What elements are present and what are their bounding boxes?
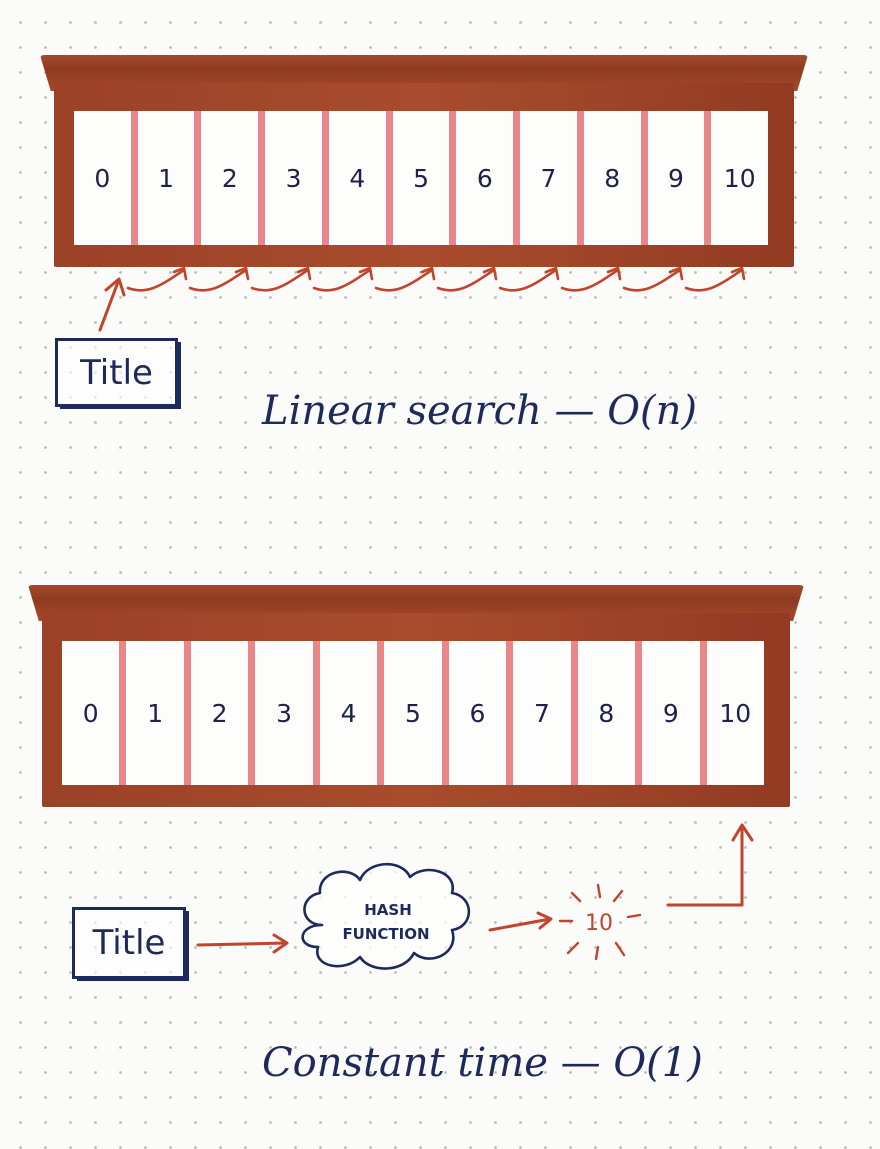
sparkle-icon — [558, 883, 642, 961]
array-slots: 0 1 2 3 4 5 6 7 8 9 10 — [62, 641, 764, 785]
array-slot-8: 8 — [577, 641, 643, 785]
slot-index-label: 6 — [469, 698, 486, 728]
hop-arrow-5 — [436, 268, 496, 292]
array-slot-6: 6 — [456, 111, 521, 245]
hop-arrowhead-0 — [172, 266, 188, 281]
bookshelf-array: 0 1 2 3 4 5 6 7 8 9 10 — [28, 585, 804, 807]
slot-index-label: 9 — [668, 163, 684, 193]
hop-arrowhead-4 — [420, 266, 436, 281]
slot-index-label: 1 — [158, 163, 175, 193]
hop-arrow-8 — [622, 268, 682, 292]
array-slot-3: 3 — [255, 641, 320, 785]
slot-index-label: 7 — [540, 163, 557, 193]
hop-arrow-1 — [188, 268, 248, 292]
array-slot-7: 7 — [520, 111, 584, 245]
slot-index-label: 10 — [719, 698, 752, 728]
hop-arrowhead-9 — [730, 266, 746, 281]
slot-index-label: 3 — [276, 698, 293, 728]
hop-arrowhead-2 — [296, 266, 312, 281]
slot-index-label: 0 — [82, 698, 99, 728]
cloud-icon: HASH FUNCTION — [301, 862, 471, 970]
hash-flow: HASH FUNCTION 10 — [196, 823, 754, 970]
hop-arrowhead-3 — [358, 266, 374, 281]
array-slot-1: 1 — [126, 641, 191, 785]
hop-arrow-4 — [374, 268, 434, 292]
array-slot-0: 0 — [74, 111, 138, 245]
slot-index-label: 6 — [476, 163, 493, 193]
arrow-icon — [196, 933, 289, 954]
array-slot-5: 5 — [392, 111, 457, 245]
title-key-label: Title — [92, 923, 166, 963]
slot-index-label: 1 — [147, 698, 164, 728]
cloud-line-1: HASH — [364, 901, 412, 919]
title-key-box: Title — [55, 338, 178, 407]
hop-arrowhead-1 — [234, 266, 250, 281]
array-slot-10: 10 — [711, 111, 769, 245]
cloud-line-2: FUNCTION — [342, 925, 429, 943]
array-slot-8: 8 — [583, 111, 648, 245]
hop-arrow-7 — [560, 268, 620, 292]
array-slot-4: 4 — [328, 111, 393, 245]
slot-index-label: 8 — [598, 698, 615, 728]
hop-arrow-6 — [498, 268, 558, 292]
bookshelf-array: 0 1 2 3 4 5 6 7 8 9 10 — [40, 55, 808, 267]
arrow-icon — [488, 911, 553, 932]
linear-search-caption: Linear search — O(n) — [262, 388, 697, 434]
hop-arrowhead-5 — [482, 266, 498, 281]
array-slot-5: 5 — [384, 641, 449, 785]
linear-arrows — [98, 266, 746, 332]
slot-index-label: 0 — [94, 163, 111, 193]
hash-lookup-diagram: 0 1 2 3 4 5 6 7 8 9 10 Title HASH FUNCTION — [0, 575, 880, 1149]
slot-index-label: 3 — [285, 163, 302, 193]
array-slot-1: 1 — [137, 111, 202, 245]
array-slot-7: 7 — [513, 641, 578, 785]
array-slot-9: 9 — [642, 641, 707, 785]
hop-arrows — [126, 266, 746, 292]
hop-arrowhead-7 — [606, 266, 622, 281]
title-key-box: Title — [72, 907, 186, 979]
slot-index-label: 9 — [662, 698, 679, 728]
hop-arrow-3 — [312, 268, 372, 292]
slot-index-label: 2 — [221, 163, 238, 193]
array-slot-2: 2 — [190, 641, 256, 785]
slot-index-label: 2 — [211, 698, 228, 728]
array-slot-4: 4 — [319, 641, 385, 785]
slot-index-label: 10 — [723, 163, 756, 193]
array-slot-0: 0 — [62, 641, 127, 785]
linear-search-diagram: 0 1 2 3 4 5 6 7 8 9 10 Title Linear search — O(n) — [0, 0, 880, 520]
array-slots: 0 1 2 3 4 5 6 7 8 9 10 — [74, 111, 769, 245]
arrow-icon — [666, 823, 754, 907]
hop-arrow-9 — [684, 268, 744, 292]
slot-index-label: 7 — [533, 698, 550, 728]
slot-index-label: 5 — [413, 163, 429, 193]
hash-result-value: 10 — [585, 911, 613, 936]
array-slot-2: 2 — [201, 111, 266, 245]
slot-index-label: 4 — [340, 698, 357, 728]
hop-arrow-0 — [126, 268, 186, 292]
array-slot-6: 6 — [448, 641, 514, 785]
slot-index-label: 8 — [604, 163, 621, 193]
title-key-label: Title — [80, 352, 153, 393]
slot-index-label: 4 — [349, 163, 366, 193]
hop-arrow-2 — [250, 268, 310, 292]
hop-arrowhead-8 — [668, 266, 684, 281]
hop-arrowhead-6 — [544, 266, 560, 281]
array-slot-10: 10 — [706, 641, 764, 785]
array-slot-9: 9 — [647, 111, 712, 245]
constant-time-caption: Constant time — O(1) — [262, 1040, 703, 1086]
array-slot-3: 3 — [265, 111, 329, 245]
slot-index-label: 5 — [405, 698, 421, 728]
